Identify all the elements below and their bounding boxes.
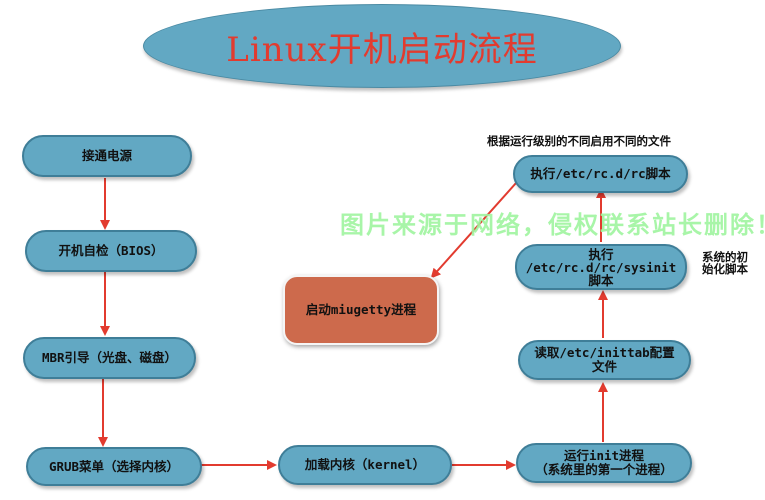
rc-annotation: 根据运行级别的不同启用不同的文件 xyxy=(487,135,671,147)
node-init-label-line2: （系统里的第一个进程） xyxy=(535,462,673,477)
node-inittab-label-line1: 读取/etc/inittab配置 xyxy=(534,345,675,360)
node-bios-label: 开机自检（BIOS） xyxy=(58,243,164,258)
node-sysinit-label-line2: /etc/rc.d/rc/sysinit xyxy=(525,259,677,275)
node-mingetty-label: 启动miugetty进程 xyxy=(305,302,417,317)
arrow-rc-to-mingetty xyxy=(430,182,517,279)
node-init: 运行init进程 （系统里的第一个进程） xyxy=(516,443,692,483)
node-rc-label: 执行/etc/rc.d/rc脚本 xyxy=(530,166,671,181)
node-init-label-line1: 运行init进程 xyxy=(563,448,645,463)
node-power-on: 接通电源 xyxy=(22,135,192,177)
sysinit-annotation-line2: 始化脚本 xyxy=(702,262,748,276)
title-banner: Linux开机启动流程 xyxy=(143,4,621,88)
sysinit-annotation: 系统的初 始化脚本 xyxy=(702,251,748,275)
node-mbr: MBR引导（光盘、磁盘） xyxy=(23,337,196,379)
node-kernel: 加载内核（kernel） xyxy=(278,445,452,485)
node-kernel-label: 加载内核（kernel） xyxy=(304,457,426,472)
node-power-on-label: 接通电源 xyxy=(81,148,132,163)
node-grub: GRUB菜单（选择内核） xyxy=(26,447,202,486)
node-rc: 执行/etc/rc.d/rc脚本 xyxy=(513,155,688,193)
node-grub-label: GRUB菜单（选择内核） xyxy=(48,458,180,474)
node-sysinit-label-line1: 执行 xyxy=(588,246,614,262)
page-title: Linux开机启动流程 xyxy=(226,29,538,70)
node-sysinit-label-line3: 脚本 xyxy=(588,272,614,288)
node-mingetty: 启动miugetty进程 xyxy=(283,275,439,345)
sysinit-annotation-line1: 系统的初 xyxy=(702,250,748,264)
node-sysinit: 执行 /etc/rc.d/rc/sysinit 脚本 xyxy=(515,244,687,290)
node-inittab-label-line2: 文件 xyxy=(591,359,617,374)
node-mbr-label: MBR引导（光盘、磁盘） xyxy=(41,350,178,365)
rc-annotation-text: 根据运行级别的不同启用不同的文件 xyxy=(487,134,671,148)
watermark: 图片来源于网络，侵权联系站长删除！ xyxy=(340,211,765,239)
node-bios: 开机自检（BIOS） xyxy=(25,230,197,272)
node-inittab: 读取/etc/inittab配置 文件 xyxy=(518,340,691,380)
